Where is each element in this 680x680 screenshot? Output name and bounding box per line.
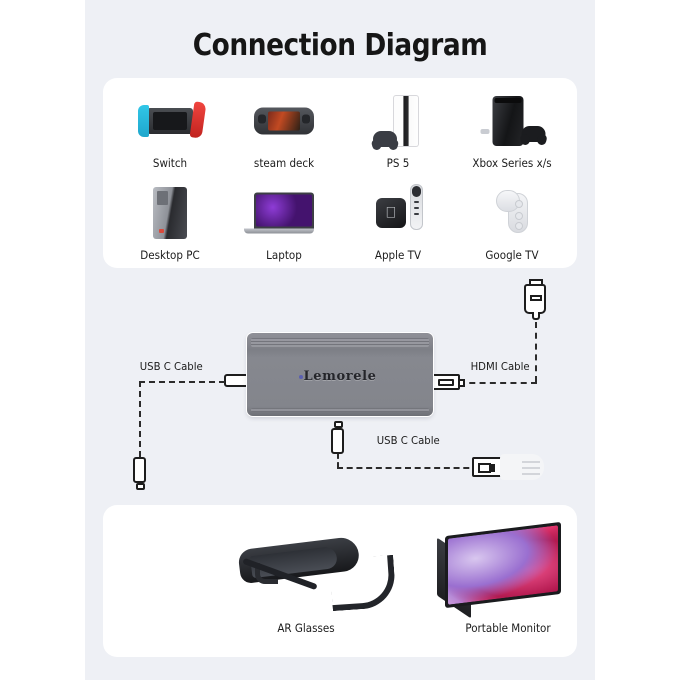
usb-a-cable-jacket xyxy=(500,454,544,480)
usb-c-left-cable-label: USB C Cable xyxy=(139,360,203,373)
usb-a-connector xyxy=(472,457,509,477)
desktop-pc-icon xyxy=(111,182,229,244)
hdmi-cable-horizontal xyxy=(459,382,537,384)
device-label: AR Glasses xyxy=(277,621,335,635)
device-laptop[interactable]: Laptop xyxy=(225,182,343,262)
usb-c-bottom-cable-horizontal xyxy=(337,467,479,469)
device-label: Laptop xyxy=(266,248,302,262)
hdmi-cable-label: HDMI Cable xyxy=(470,360,530,373)
device-switch[interactable]: Switch xyxy=(111,90,229,170)
playstation-5-icon xyxy=(339,90,457,152)
source-devices-panel: Switch steam deck PS 5 xyxy=(103,78,577,268)
device-ps5[interactable]: PS 5 xyxy=(339,90,457,170)
usb-c-bottom-cable-vertical xyxy=(337,454,339,467)
usb-c-connector-left-end xyxy=(133,457,146,490)
usb-c-left-cable-vertical xyxy=(139,381,141,457)
usb-c-bottom-cable-label: USB C Cable xyxy=(376,434,440,447)
hdmi-cable-vertical xyxy=(535,322,537,382)
device-label: Apple TV xyxy=(374,248,422,262)
device-google-tv[interactable]: Google TV xyxy=(453,182,571,262)
apple-tv-icon:  xyxy=(339,182,457,244)
usb-c-left-cable-horizontal xyxy=(139,381,225,383)
source-devices-grid: Switch steam deck PS 5 xyxy=(103,78,577,268)
portable-monitor-icon xyxy=(433,521,583,619)
usb-c-connector-hub-bottom xyxy=(331,421,344,454)
output-devices-panel: AR Glasses Portable Monitor xyxy=(103,505,577,657)
device-label: PS 5 xyxy=(386,156,410,170)
device-apple-tv[interactable]:  Apple TV xyxy=(339,182,457,262)
device-label: steam deck xyxy=(253,156,315,170)
device-label: Google TV xyxy=(485,248,539,262)
laptop-icon xyxy=(225,182,343,244)
hdmi-connector-top xyxy=(524,279,546,320)
device-steam-deck[interactable]: steam deck xyxy=(225,90,343,170)
device-label: Xbox Series x/s xyxy=(472,156,552,170)
nintendo-switch-icon xyxy=(111,90,229,152)
lemorele-hub-device[interactable]: Lemorele xyxy=(247,333,433,416)
ar-glasses-icon xyxy=(221,529,397,614)
device-label: Desktop PC xyxy=(140,248,200,262)
power-led-icon xyxy=(299,375,303,379)
hub-brand-label: Lemorele xyxy=(303,369,377,384)
steam-deck-icon xyxy=(225,90,343,152)
device-label: Portable Monitor xyxy=(465,621,551,635)
device-desktop-pc[interactable]: Desktop PC xyxy=(111,182,229,262)
xbox-series-icon xyxy=(453,90,571,152)
hdmi-connector-hub xyxy=(432,374,465,390)
device-xbox-series[interactable]: Xbox Series x/s xyxy=(453,90,571,170)
page-title: Connection Diagram xyxy=(192,28,488,63)
device-label: Switch xyxy=(152,156,188,170)
google-tv-icon xyxy=(453,182,571,244)
